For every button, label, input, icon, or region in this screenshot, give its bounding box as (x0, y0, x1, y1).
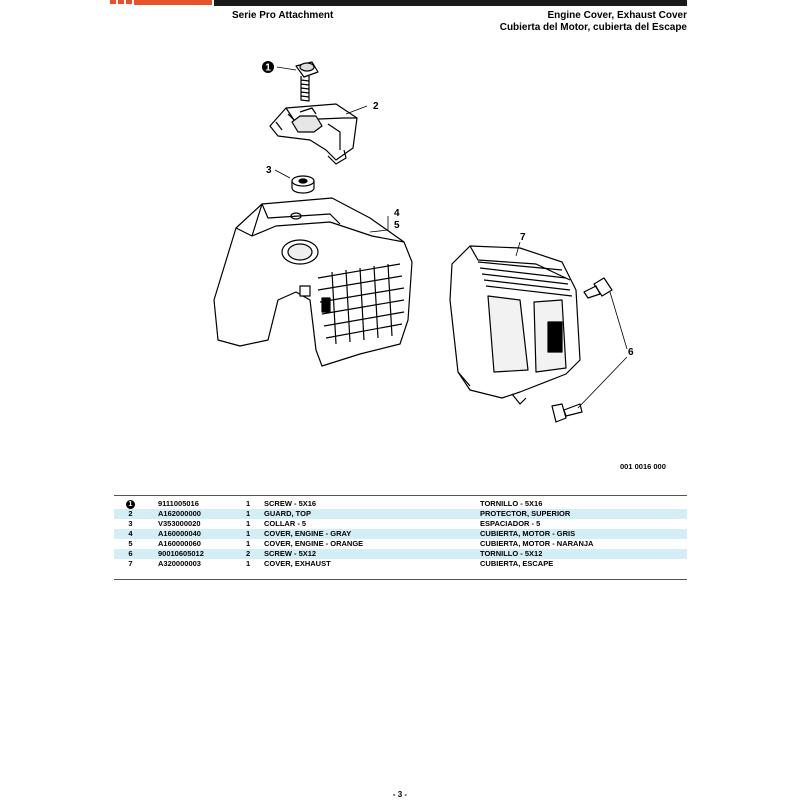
table-row: 5 A160000060 1 COVER, ENGINE - ORANGE CUBIER… (114, 539, 687, 549)
ref-cell: 6 (114, 548, 147, 559)
figure-number: 001 0016 000 (620, 462, 666, 471)
title-english: Engine Cover, Exhaust Cover (547, 10, 688, 21)
callout-2: 2 (373, 101, 379, 112)
description-english-cell: SCREW - 5X12 (264, 548, 480, 559)
callout-1-bullet (262, 61, 274, 73)
quantity-cell: 1 (246, 518, 251, 528)
table-row: 7 A320000003 1 COVER, EXHAUST CUBIERTA, ESCA… (114, 559, 687, 569)
top-guard-drawing (269, 103, 358, 165)
title-spanish: Cubierta del Motor, cubierta del Escape (499, 22, 687, 33)
page-title: Engine Cover, Exhaust Cover Cubierta del… (500, 10, 687, 34)
description-english-cell: COVER, ENGINE - ORANGE (264, 538, 364, 548)
part-number-cell: V353000020 (158, 518, 201, 528)
parts-table-bottom-rule (114, 579, 687, 580)
page-number: - 3 - (392, 790, 408, 799)
circled-ref-number: 1 (126, 500, 135, 509)
description-english-cell: COVER, ENGINE - GRAY (264, 528, 480, 539)
screw-5x16-drawing (295, 61, 319, 102)
callout-1: 1 (265, 63, 271, 74)
callout-7: 7 (520, 232, 526, 243)
quantity-cell: 1 (246, 499, 251, 509)
description-english-cell: SCREW - 5X16 (264, 499, 317, 509)
collar-drawing (291, 175, 315, 194)
header-bar (114, 0, 687, 6)
callout-4: 4 (394, 208, 400, 219)
part-number-cell: A160000040 (147, 528, 246, 539)
part-number-cell: 90010605012 (147, 548, 246, 559)
quantity-cell: 1 (246, 528, 264, 539)
description-spanish-cell: CUBIERTA, ESCAPE (480, 558, 554, 568)
description-spanish-cell: TORNILLO - 5X16 (480, 499, 543, 509)
ref-cell: 1 (114, 499, 147, 509)
parts-table-top-rule (114, 495, 687, 496)
quantity-cell: 1 (246, 558, 251, 568)
exhaust-cover-drawing (449, 245, 581, 405)
exploded-parts-diagram: 1 2 3 4 5 6 7 (213, 61, 634, 423)
description-english-cell: COVER, EXHAUST (264, 558, 331, 568)
series-label: Serie Pro Attachment (232, 10, 334, 21)
echo-logo (108, 0, 214, 7)
description-spanish-cell: TORNILLO - 5X12 (480, 548, 687, 559)
description-english-cell: COLLAR - 5 (264, 518, 307, 528)
quantity-cell: 1 (246, 509, 264, 519)
description-spanish-cell: PROTECTOR, SUPERIOR (480, 509, 687, 519)
table-row: 1 9111005016 1 SCREW - 5X16 TORNILLO - 5X16 (114, 499, 687, 509)
ref-cell: 3 (128, 518, 133, 528)
ref-cell: 5 (128, 538, 133, 548)
engine-cover-drawing (213, 197, 413, 367)
screw-5x12-upper-drawing (583, 277, 613, 299)
callout-3: 3 (266, 165, 272, 176)
part-number-cell: A320000003 (158, 558, 201, 568)
description-spanish-cell: CUBIERTA, MOTOR - NARANJA (480, 538, 594, 548)
callout-6: 6 (628, 347, 634, 358)
part-number-cell: A162000000 (147, 509, 246, 519)
description-english-cell: GUARD, TOP (264, 509, 480, 519)
screw-5x12-lower-drawing (551, 403, 583, 423)
part-number-cell: A160000060 (158, 538, 201, 548)
ref-cell: 4 (114, 528, 147, 539)
part-number-cell: 9111005016 (158, 499, 199, 509)
callout-5: 5 (394, 220, 400, 231)
description-spanish-cell: CUBIERTA, MOTOR - GRIS (480, 528, 687, 539)
quantity-cell: 1 (246, 538, 251, 548)
ref-cell: 7 (128, 558, 133, 568)
table-row: 3 V353000020 1 COLLAR - 5 ESPACIADOR - 5 (114, 519, 687, 529)
description-spanish-cell: ESPACIADOR - 5 (480, 518, 541, 528)
ref-cell: 2 (114, 509, 147, 519)
quantity-cell: 2 (246, 548, 264, 559)
